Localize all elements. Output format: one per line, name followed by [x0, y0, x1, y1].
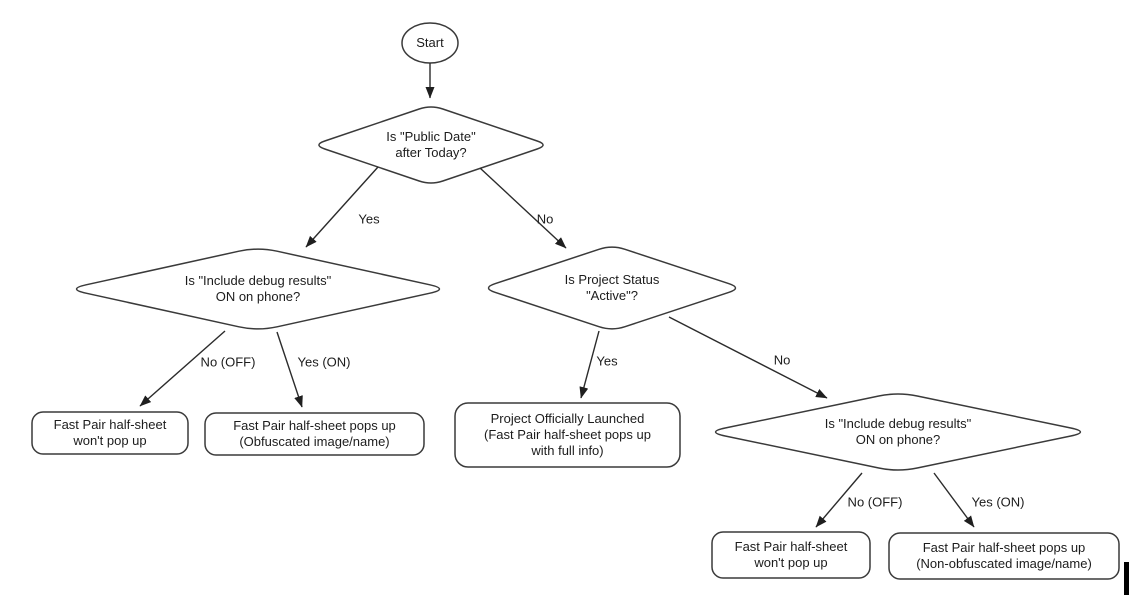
terminal-no-popup-left-shape — [31, 411, 189, 455]
edge-debug-right-yes-on-arrow — [933, 472, 975, 528]
edge-status-yes-arrow — [579, 330, 600, 399]
edge-debug-left-no-off-arrow — [139, 330, 226, 407]
terminal-no-popup-right-shape — [711, 531, 871, 579]
decision-debug-right-shape — [714, 393, 1082, 471]
edge-public-date-no-arrow — [479, 167, 567, 249]
terminal-non-obfuscated-shape — [888, 532, 1120, 580]
edge-debug-left-yes-on-arrow — [276, 331, 303, 408]
decision-debug-left-shape — [75, 248, 441, 330]
edge-public-date-yes-arrow — [305, 166, 379, 248]
decision-public-date-shape — [318, 106, 544, 184]
edge-debug-right-no-off-arrow — [815, 472, 863, 528]
terminal-obfuscated-shape — [204, 412, 425, 456]
decision-project-status-shape — [487, 246, 737, 330]
terminal-launched-shape — [454, 402, 681, 468]
edge-status-no-arrow — [668, 316, 828, 399]
text-cursor — [1124, 562, 1129, 595]
start-node-shape — [401, 22, 459, 64]
